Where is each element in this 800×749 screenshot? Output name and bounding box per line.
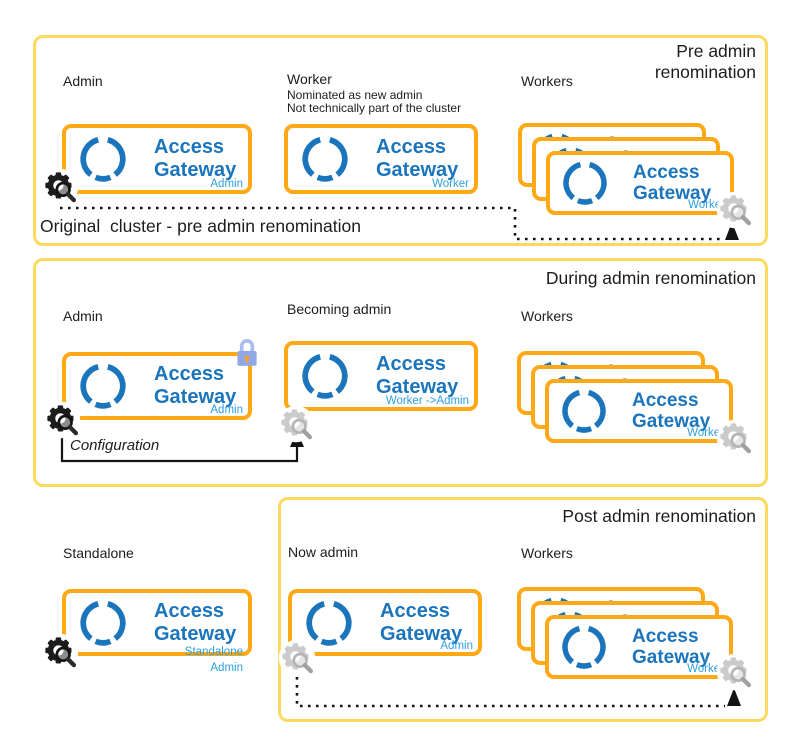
role-label: Worker [432, 177, 469, 190]
panel-title: During admin renomination [545, 268, 756, 288]
gear-magnifier-icon [278, 639, 316, 677]
access-gateway-logo-icon [560, 387, 608, 435]
node-label-standalone: Standalone [63, 545, 134, 561]
gear-magnifier-icon [716, 191, 754, 229]
node-label-admin: Admin [63, 308, 103, 324]
gear-magnifier-icon [716, 653, 754, 691]
node-label-now-admin: Now admin [288, 544, 359, 560]
node-label-workers: Workers [521, 73, 573, 89]
previous-role-label: Admin [210, 661, 243, 674]
role-label: Admin [210, 403, 243, 416]
access-gateway-logo-icon [78, 134, 128, 184]
gear-magnifier-icon [41, 633, 79, 671]
role-label: Admin [210, 177, 243, 190]
cluster-caption: Original cluster - pre admin renominatio… [40, 216, 361, 236]
worker-note-line2: Not technically part of the cluster [287, 101, 462, 115]
lock-icon [234, 336, 260, 368]
node-label-workers: Workers [521, 308, 573, 324]
panel-title: Pre admin renomination [654, 41, 756, 82]
node-label-admin: Admin [63, 73, 103, 89]
configuration-label: Configuration [70, 437, 160, 454]
gear-magnifier-icon [716, 419, 754, 457]
access-gateway-logo-icon [300, 351, 350, 401]
role-label: Worker ->Admin [385, 394, 469, 407]
access-gateway-logo-icon [78, 598, 128, 648]
role-label: Admin [440, 639, 473, 652]
access-gateway-logo-icon [560, 623, 608, 671]
gear-magnifier-icon [277, 405, 315, 443]
gear-magnifier-icon [41, 168, 79, 206]
access-gateway-logo-icon [300, 134, 350, 184]
role-label: Standalone [184, 645, 243, 658]
node-label-workers: Workers [521, 545, 573, 561]
worker-note-line1: Nominated as new admin [287, 88, 423, 102]
gear-magnifier-icon [43, 401, 81, 439]
panel-title: Post admin renomination [562, 506, 756, 526]
role-label: Worker [688, 198, 725, 211]
node-label-worker: Worker [287, 71, 332, 87]
role-label: Worker [687, 426, 724, 439]
role-label: Worker [687, 662, 724, 675]
access-gateway-logo-icon [78, 361, 128, 411]
node-label-becoming-admin: Becoming admin [287, 301, 392, 317]
access-gateway-logo-icon [561, 159, 609, 207]
